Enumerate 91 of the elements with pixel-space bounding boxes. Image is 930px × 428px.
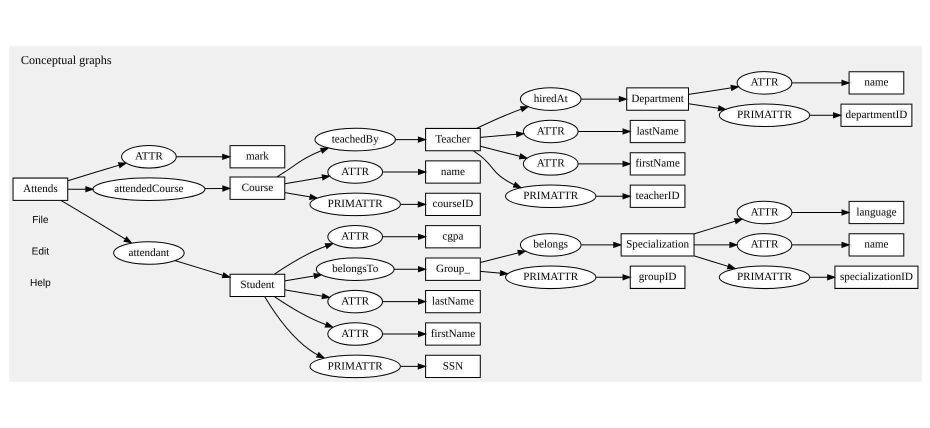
node-box: Department <box>626 87 688 111</box>
arrow <box>284 174 330 184</box>
node-ellipse: ATTR <box>736 200 792 224</box>
node-box: teacherID <box>629 184 685 208</box>
node-ellipse: ATTR <box>522 120 578 144</box>
arrow <box>595 274 632 280</box>
node-box: name <box>848 71 904 95</box>
arrow <box>472 150 522 188</box>
arrow <box>578 128 632 135</box>
arrow <box>174 260 231 278</box>
arrow <box>382 298 427 305</box>
arrow <box>264 296 325 359</box>
node-ellipse: PRIMATTR <box>504 266 596 290</box>
arrow <box>809 274 836 280</box>
node-ellipse: ATTR <box>326 160 383 184</box>
node-box: Student <box>229 274 285 298</box>
node-box: name <box>848 233 904 257</box>
arrow <box>792 242 850 248</box>
diagram-title: Conceptual graphs <box>20 52 112 67</box>
node-ellipse: ATTR <box>120 145 176 169</box>
arrow <box>204 185 231 192</box>
arrow <box>274 296 334 328</box>
node-box: mark <box>229 145 285 168</box>
node-ellipse: ATTR <box>736 71 792 95</box>
node-ellipse: attendedCourse <box>92 177 205 201</box>
arrow <box>688 84 740 95</box>
node-ellipse: PRIMATTR <box>504 184 596 208</box>
arrow <box>274 243 334 274</box>
arrow <box>480 131 525 138</box>
node-box: groupID <box>629 266 685 289</box>
arrow <box>809 112 842 118</box>
node-ellipse: teachedBy <box>314 128 396 152</box>
arrow <box>595 193 632 200</box>
node-box: firstName <box>629 152 685 176</box>
arrow <box>60 200 132 244</box>
arrow <box>693 255 736 270</box>
arrow <box>694 242 738 248</box>
node-box: lastName <box>424 290 480 314</box>
arrow <box>176 154 231 160</box>
arrow <box>580 242 622 248</box>
arrow <box>400 201 426 208</box>
node-ellipse: belongs <box>519 233 581 257</box>
arrow <box>578 160 632 168</box>
node-box: Group_ <box>424 258 480 281</box>
node-box: SSN <box>424 354 480 378</box>
node-box: departmentID <box>840 104 912 127</box>
node-ellipse: ATTR <box>326 322 383 346</box>
arrow <box>480 250 526 263</box>
node-box: Attends <box>12 178 68 201</box>
arrow <box>580 96 628 102</box>
arrow <box>400 363 426 370</box>
node-box: courseID <box>424 192 480 216</box>
node-box: language <box>848 200 904 224</box>
node-box: specializationID <box>834 266 918 289</box>
arrow <box>688 103 727 112</box>
arrow <box>394 136 427 143</box>
arrow <box>382 168 427 176</box>
node-ellipse: PRIMATTR <box>718 266 810 290</box>
arrow <box>476 106 529 129</box>
arrow <box>284 272 322 282</box>
label: File <box>32 215 48 226</box>
arrow <box>276 148 330 178</box>
node-ellipse: ATTR <box>326 290 383 314</box>
node-box: lastName <box>629 120 685 144</box>
node-ellipse: ATTR <box>326 225 383 249</box>
label: Help <box>29 278 50 289</box>
node-box: Course <box>229 176 285 200</box>
node-box: name <box>424 160 480 184</box>
label: Edit <box>31 246 49 258</box>
arrow <box>284 192 318 200</box>
arrow <box>792 209 850 216</box>
arrow <box>382 330 427 338</box>
node-box: Teacher <box>424 128 480 152</box>
node-box: Specialization <box>620 233 694 257</box>
arrow <box>68 186 94 192</box>
arrow <box>284 289 330 300</box>
node-ellipse: PRIMATTR <box>309 354 400 378</box>
node-ellipse: hiredAt <box>519 87 581 111</box>
node-box: firstName <box>424 322 480 346</box>
node-ellipse: attendant <box>112 241 184 265</box>
arrow <box>382 234 427 240</box>
node-box: cgpa <box>424 225 480 248</box>
arrow <box>480 270 509 276</box>
arrow <box>394 266 427 272</box>
node-ellipse: ATTR <box>522 152 578 176</box>
node-ellipse: belongsTo <box>315 257 394 281</box>
node-ellipse: ATTR <box>736 233 792 257</box>
arrow <box>693 218 744 234</box>
arrow <box>480 146 528 160</box>
arrow <box>792 80 850 86</box>
arrow <box>67 162 127 182</box>
